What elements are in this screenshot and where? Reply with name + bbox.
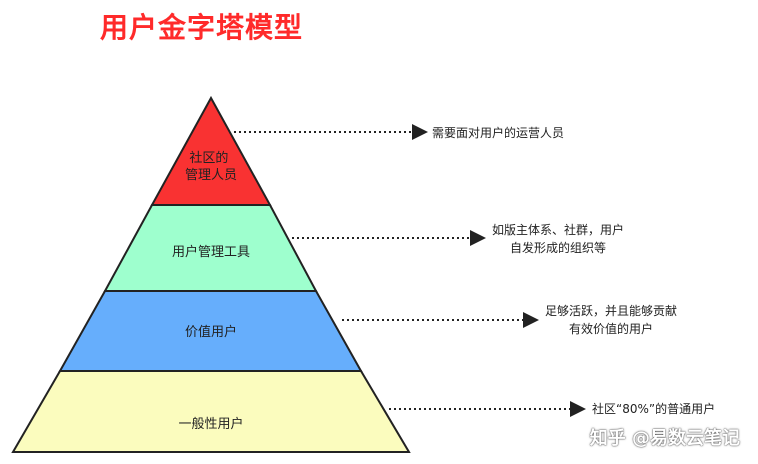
pyramid-level-general-users xyxy=(11,370,411,453)
level-label-management: 社区的 管理人员 xyxy=(185,150,237,183)
annotation-tools: 如版主体系、社群，用户 自发形成的组织等 xyxy=(492,223,625,255)
level-label-valuable-users: 价值用户 xyxy=(185,324,237,340)
level-label-tools: 用户管理工具 xyxy=(172,244,250,260)
level-label-general-users: 一般性用户 xyxy=(178,416,243,432)
diagram-title: 用户金字塔模型 xyxy=(100,11,304,44)
annotation-valuable-users: 足够活跃，并且能够贡献 有效价值的用户 xyxy=(545,304,678,336)
watermark: 知乎 @易数云笔记 xyxy=(589,428,740,449)
annotation-general-users: 社区“80%”的普通用户 xyxy=(592,402,716,416)
annotation-management: 需要面对用户的运营人员 xyxy=(432,126,565,140)
